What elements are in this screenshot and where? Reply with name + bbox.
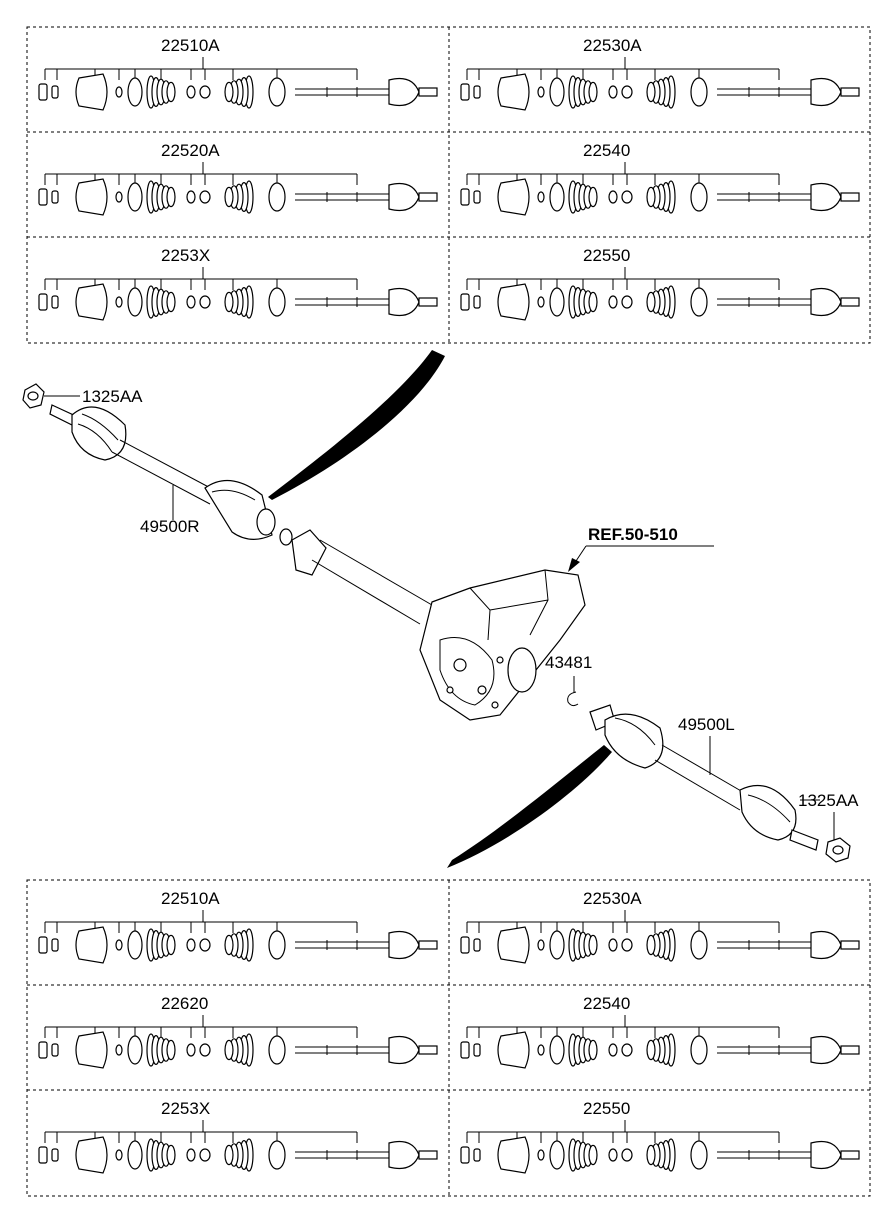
upper-sweep-arrow [268, 350, 445, 500]
callout-nut-left: 1325AA [798, 791, 859, 810]
kit-panel: 22620 [38, 994, 438, 1069]
kit-panel: 22510A [38, 36, 438, 111]
kit-code: 22520A [161, 141, 220, 160]
right-drive-shaft [22, 383, 276, 540]
top-panels: 22510A 22530A 22520A 22540 2253X 22550 [38, 36, 860, 321]
kit-code: 22550 [583, 246, 630, 265]
kit-panel: 2253X [38, 246, 438, 321]
kit-code: 22510A [161, 36, 220, 55]
kit-code: 2253X [161, 1099, 210, 1118]
kit-code: 22620 [161, 994, 208, 1013]
callout-shaft-right: 49500R [140, 517, 200, 536]
kit-panel: 22510A [38, 889, 438, 964]
kit-code: 22550 [583, 1099, 630, 1118]
top-parts-grid [26, 26, 871, 344]
kit-code: 22530A [583, 36, 642, 55]
kit-code: 22510A [161, 889, 220, 908]
kit-panel: 22540 [460, 994, 860, 1069]
kit-panel: 22550 [460, 1099, 860, 1174]
callout-shaft-left: 49500L [678, 715, 735, 734]
callout-clip: 43481 [545, 653, 592, 672]
kit-panel: 22540 [460, 141, 860, 216]
clip-43481 [567, 691, 579, 707]
intermediate-shaft [279, 528, 433, 625]
kit-panel: 22530A [460, 36, 860, 111]
kit-code: 22540 [583, 141, 630, 160]
left-drive-shaft [589, 704, 851, 863]
callout-ref: REF.50-510 [588, 525, 678, 544]
differential-housing [419, 569, 586, 721]
kit-code: 2253X [161, 246, 210, 265]
bottom-panels: 22510A 22530A 22620 22540 2253X 22550 [38, 889, 860, 1174]
kit-panel: 2253X [38, 1099, 438, 1174]
lower-sweep-arrow [447, 745, 612, 868]
central-assembly: 1325AA 49500R REF.50-510 43481 49500L 13… [22, 350, 859, 868]
kit-panel: 22520A [38, 141, 438, 216]
kit-panel: 22530A [460, 889, 860, 964]
bottom-parts-grid [26, 879, 871, 1197]
kit-code: 22540 [583, 994, 630, 1013]
kit-panel: 22550 [460, 246, 860, 321]
callout-nut-right: 1325AA [82, 387, 143, 406]
kit-code: 22530A [583, 889, 642, 908]
